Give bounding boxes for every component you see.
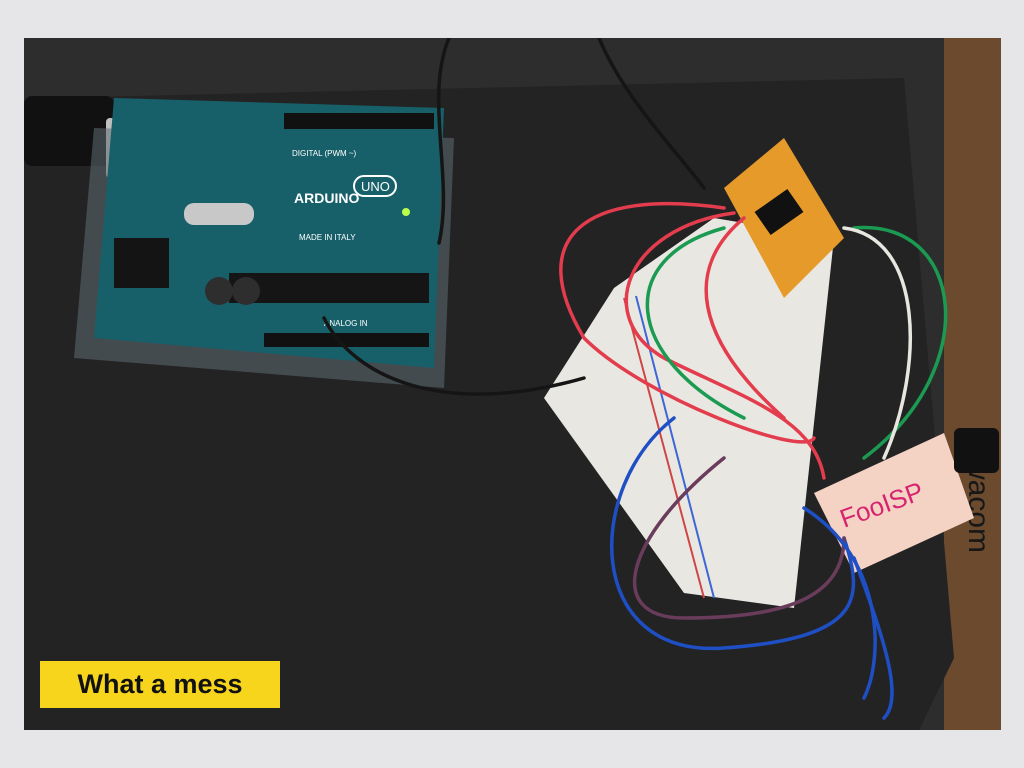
power-led [402,208,410,216]
board-header-digital: DIGITAL (PWM ~) [292,149,357,158]
usb-cable-left [24,96,114,166]
crystal [184,203,254,225]
photo: wacom ARDUINO UNO MADE IN ITALY DIGITAL … [24,38,1001,730]
pcb-chip [754,189,804,235]
board-header-analog: ANALOG IN [324,319,368,328]
board-brand: ARDUINO [294,190,359,206]
photo-illustration: wacom ARDUINO UNO MADE IN ITALY DIGITAL … [24,38,1001,730]
usb-cable-right [954,428,999,473]
wooden-edge [944,38,1001,730]
wires [322,38,948,720]
analog-header [264,333,429,347]
fooisp-adapter: FooISP [814,433,974,573]
capacitor [205,277,233,305]
arduino-board: ARDUINO UNO MADE IN ITALY DIGITAL (PWM ~… [74,98,454,388]
board-logo: UNO [361,179,390,194]
capacitor [232,277,260,305]
power-jack [114,238,169,288]
atmega-chip [229,273,429,303]
digital-header [284,113,434,129]
caption-label: What a mess [40,661,280,708]
board-made-in: MADE IN ITALY [299,233,356,242]
